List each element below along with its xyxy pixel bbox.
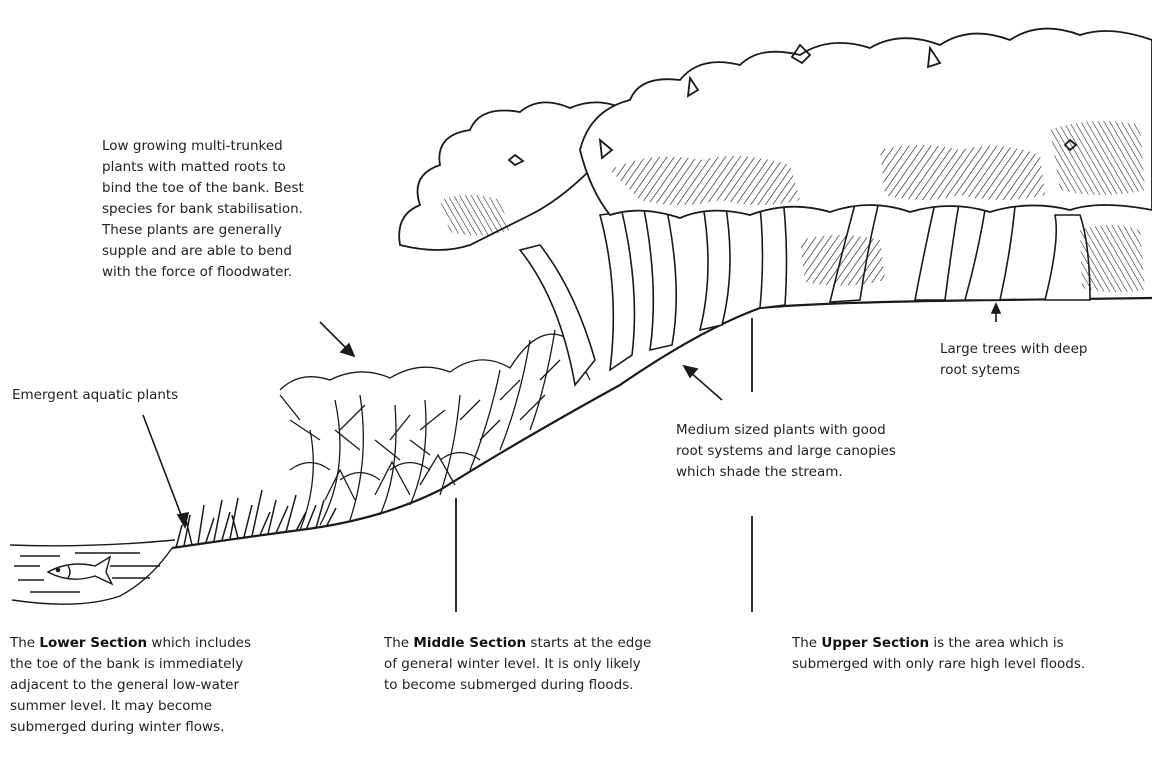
label-low-growing-plants: Low growing multi-trunked plants with ma… <box>102 136 362 283</box>
section-text: which includes <box>147 635 251 651</box>
section-text: is the area which is <box>929 635 1064 651</box>
label-line: with the force of floodwater. <box>102 262 362 283</box>
section-line: summer level. It may become <box>10 696 310 717</box>
shrubs <box>280 330 590 530</box>
section-name: Lower Section <box>39 635 147 651</box>
label-line: These plants are generally <box>102 220 362 241</box>
emergent-plants <box>176 490 336 548</box>
label-medium-plants: Medium sized plants with good root syste… <box>676 420 956 483</box>
label-line: plants with matted roots to <box>102 157 362 178</box>
label-line: supple and are able to bend <box>102 241 362 262</box>
label-line: Large trees with deep <box>940 339 1140 360</box>
section-prefix: The <box>10 635 35 651</box>
section-prefix: The <box>792 635 817 651</box>
section-prefix: The <box>384 635 409 651</box>
section-line: submerged during winter flows. <box>10 717 310 738</box>
label-line: root systems and large canopies <box>676 441 956 462</box>
section-line: The Upper Section is the area which is <box>792 633 1152 654</box>
label-line: species for bank stabilisation. <box>102 199 362 220</box>
section-line: of general winter level. It is only like… <box>384 654 704 675</box>
label-line: which shade the stream. <box>676 462 956 483</box>
label-emergent-plants: Emergent aquatic plants <box>12 385 242 406</box>
section-line: adjacent to the general low-water <box>10 675 310 696</box>
label-large-trees: Large trees with deep root sytems <box>940 339 1140 381</box>
fish-icon <box>48 557 112 584</box>
section-line: The Lower Section which includes <box>10 633 310 654</box>
label-line: Low growing multi-trunked <box>102 136 362 157</box>
section-text: starts at the edge <box>526 635 651 651</box>
section-line: to become submerged during floods. <box>384 675 704 696</box>
label-line: Medium sized plants with good <box>676 420 956 441</box>
lower-section-description: The Lower Section which includes the toe… <box>10 633 310 738</box>
label-line: root sytems <box>940 360 1140 381</box>
section-name: Middle Section <box>413 635 526 651</box>
section-line: The Middle Section starts at the edge <box>384 633 704 654</box>
section-line: the toe of the bank is immediately <box>10 654 310 675</box>
upper-section-description: The Upper Section is the area which is s… <box>792 633 1152 675</box>
label-line: bind the toe of the bank. Best <box>102 178 362 199</box>
middle-section-description: The Middle Section starts at the edge of… <box>384 633 704 696</box>
section-name: Upper Section <box>821 635 929 651</box>
section-line: submerged with only rare high level floo… <box>792 654 1152 675</box>
